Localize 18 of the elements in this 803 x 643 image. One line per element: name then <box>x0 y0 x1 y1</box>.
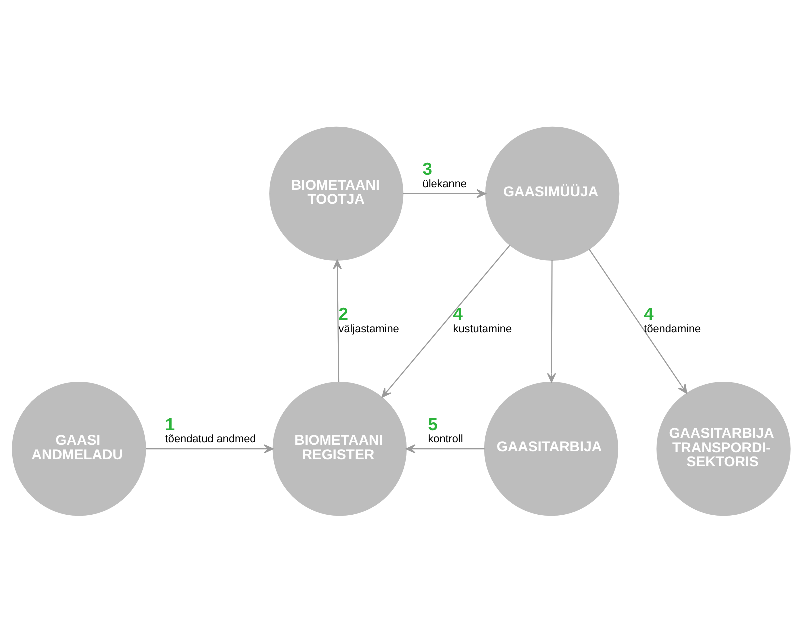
arrow <box>589 249 688 394</box>
arrow <box>382 244 511 398</box>
edge-label: 4 kustutamine <box>453 304 512 336</box>
arrow <box>333 260 342 382</box>
arrow <box>406 444 485 454</box>
arrow <box>403 189 486 198</box>
node-circle: BIOMETAANI REGISTER <box>272 382 407 516</box>
node-circle: GAASI ANDMELADU <box>12 382 146 516</box>
edge-label: 3 ülekanne <box>422 159 467 190</box>
edge-label: 4 tõendamine <box>644 304 702 336</box>
arrow <box>547 260 556 383</box>
node-circle: BIOMETAANI TOOTJA <box>270 126 404 261</box>
edge-label: 1 tõendatud andmed <box>165 414 256 446</box>
node-circle: GAASIMÜÜJA <box>485 126 620 261</box>
arrow <box>146 444 274 454</box>
edge-label: 5 kontroll <box>428 414 464 446</box>
edge-label: 2 väljastamine <box>338 304 400 336</box>
node-circle: GAASITARBIJA <box>484 382 619 516</box>
